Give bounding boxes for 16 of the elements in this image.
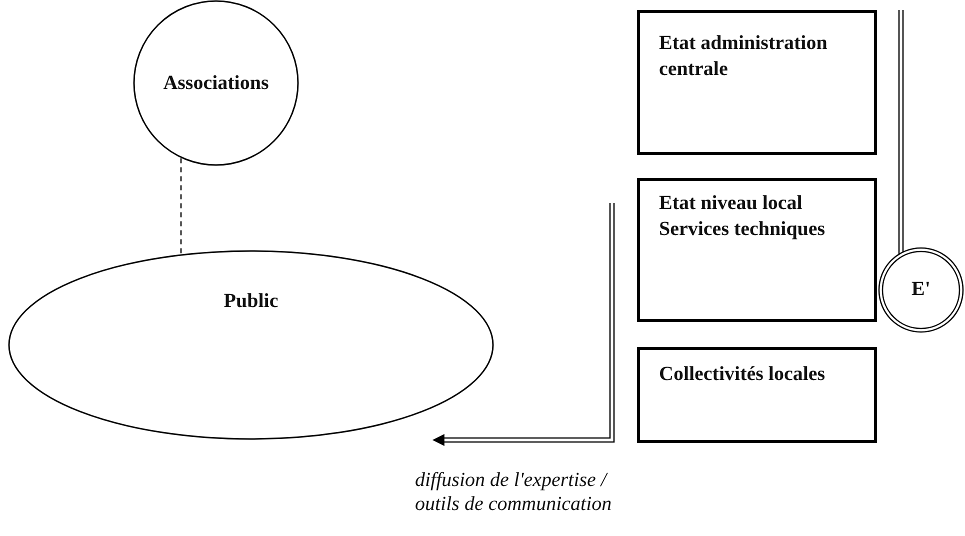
entity-box: [637, 10, 877, 155]
entity-circle: [133, 0, 299, 166]
entity-box: [637, 178, 877, 322]
node-label: Associations: [162, 71, 270, 96]
node-label: Public: [222, 289, 280, 314]
node-label: Etat administration centrale: [659, 31, 828, 82]
entity-circle: [878, 247, 964, 333]
node-label: Collectivités locales: [659, 362, 826, 387]
double-line-arrow: [432, 202, 615, 446]
entity-ellipse: [8, 250, 494, 440]
entity-box: [637, 347, 877, 443]
node-label: E': [910, 277, 932, 302]
dashed-line: [180, 158, 182, 254]
edge-label: diffusion de l'expertise / outils de communication: [415, 468, 613, 516]
node-label: Etat niveau local Services techniques: [659, 191, 826, 242]
double-line: [898, 9, 904, 255]
